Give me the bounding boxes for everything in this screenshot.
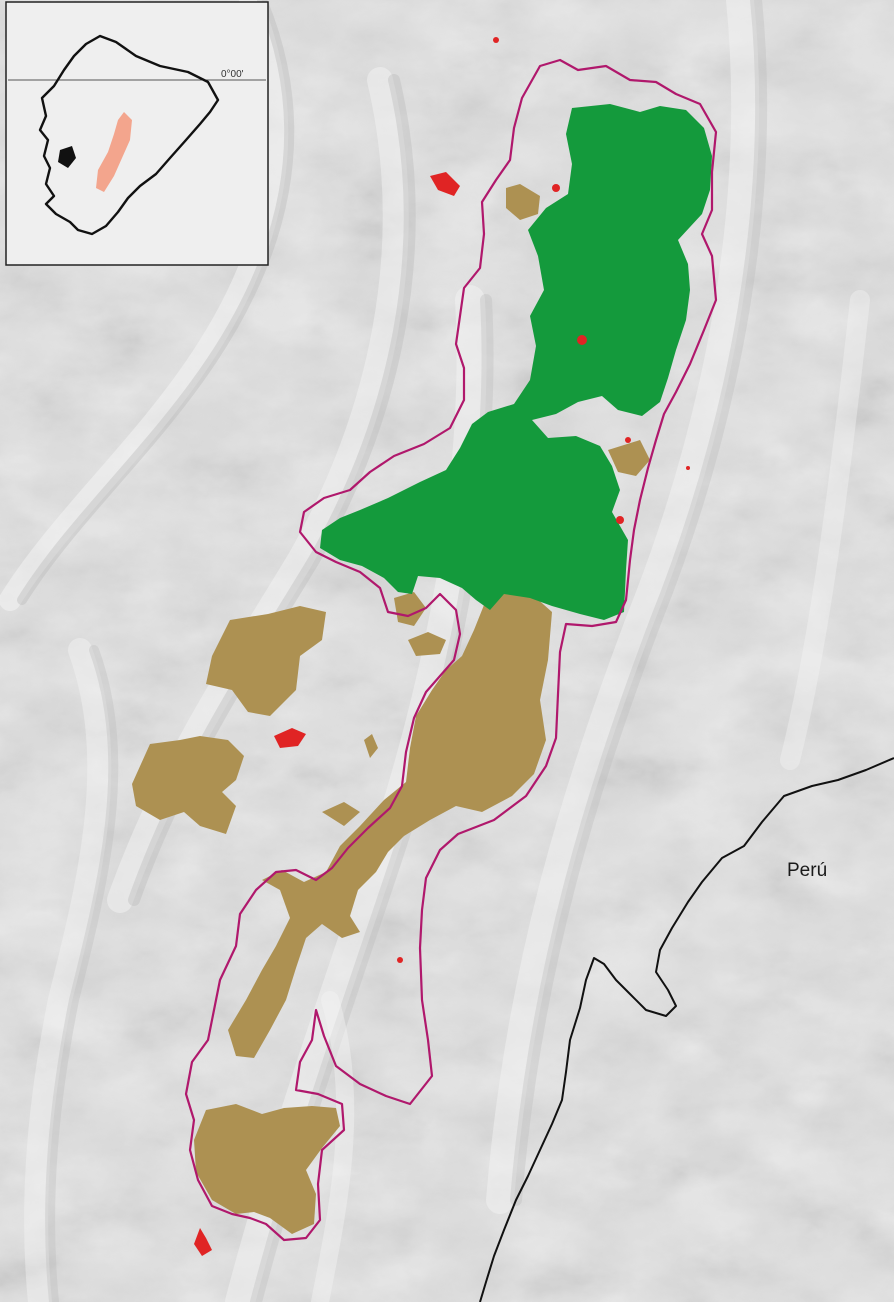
altered-dot-5	[493, 37, 499, 43]
veg-patch-sliver-1	[322, 802, 360, 826]
protected-area-boundary	[184, 58, 718, 1242]
other-vegetation-patches	[132, 184, 650, 1234]
veg-patch-central	[228, 592, 552, 1058]
forest-cover-polygon	[320, 104, 712, 620]
veg-patch-west-2	[132, 736, 244, 834]
altered-dot-4	[625, 437, 631, 443]
veg-patch-north-small	[506, 184, 540, 220]
inset-frame	[5, 1, 269, 266]
forest-cover	[320, 104, 712, 620]
veg-patch-mid-small-1	[394, 592, 426, 626]
altered-dot-7	[686, 466, 690, 470]
veg-patch-mid-small-2	[408, 632, 446, 656]
veg-patch-west-1	[206, 606, 326, 716]
altered-dot-2	[552, 184, 560, 192]
country-label-peru: Perú	[787, 860, 827, 881]
altered-dot-1	[577, 335, 587, 345]
altered-patch-3	[194, 1228, 212, 1256]
national-border-peru	[479, 757, 894, 1302]
veg-patch-south	[194, 1104, 340, 1234]
altered-patch-2	[274, 728, 306, 748]
altered-patch-1	[430, 172, 460, 196]
altered-dot-3	[616, 516, 624, 524]
inset-study-area-highlight	[96, 112, 132, 192]
inset-locator-map: 0°00'	[5, 1, 269, 266]
inset-coast-detail	[58, 146, 76, 168]
veg-patch-sliver-2	[364, 734, 378, 758]
inset-country-outline	[38, 34, 220, 236]
veg-patch-sliver-3	[608, 440, 650, 476]
altered-areas	[194, 37, 690, 1256]
altered-dot-6	[397, 957, 403, 963]
inset-coordinate-label: 0°00'	[221, 69, 244, 80]
